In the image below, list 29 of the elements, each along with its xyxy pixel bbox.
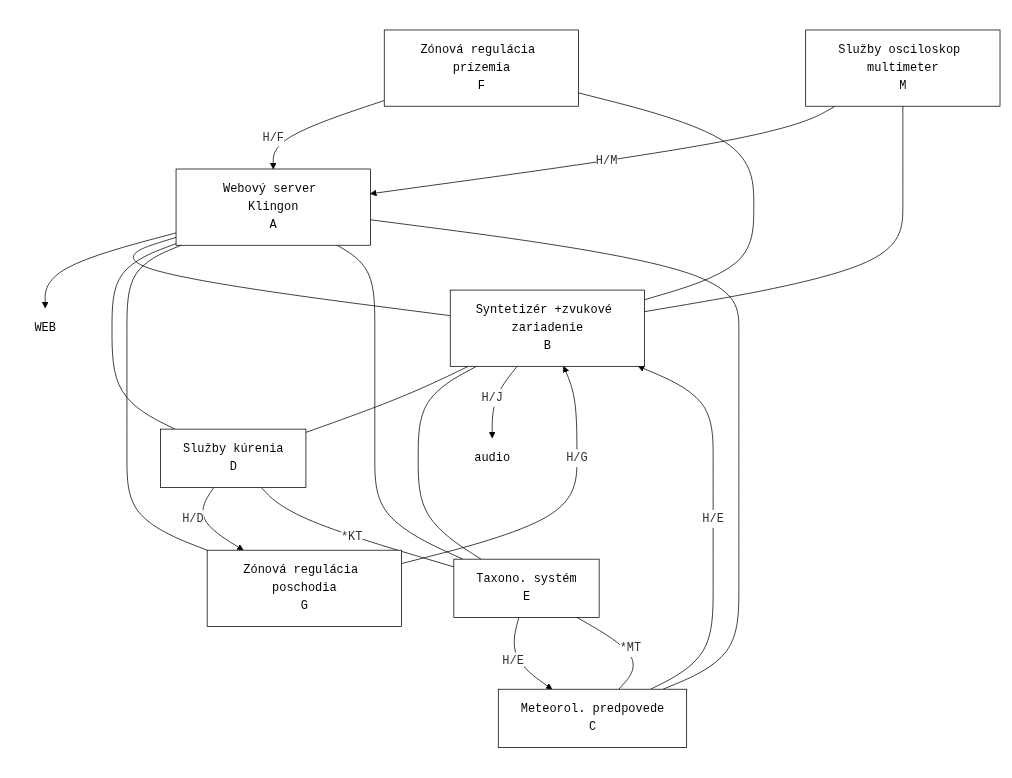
edge-label: H/G xyxy=(566,451,588,466)
node-box: Syntetizér +zvukové zariadenie B xyxy=(449,289,645,367)
node-box: Služby kúrenia D xyxy=(160,428,307,489)
edge-label: *MT xyxy=(619,641,642,656)
connector xyxy=(305,366,469,433)
node-box: Meteorol. predpovede C xyxy=(497,689,688,749)
edge-label: H/F xyxy=(262,131,284,145)
edge-label: H/M xyxy=(595,154,618,169)
connector xyxy=(111,243,177,430)
node-text: WEB xyxy=(34,321,56,336)
node-box: Služby osciloskop multimeter M xyxy=(805,29,1001,107)
node-box: Zónová regulácia prízemia F xyxy=(383,29,579,107)
connector xyxy=(644,106,904,313)
connector xyxy=(133,237,451,317)
edge-label: H/E xyxy=(702,512,724,526)
connector xyxy=(576,617,634,690)
connector xyxy=(578,92,755,301)
node-box: Webový server Klingon A xyxy=(175,168,371,246)
connector xyxy=(417,366,482,560)
node-box: Zónová regulácia poschodia G xyxy=(206,550,402,628)
node-box: Taxono. systém E xyxy=(453,559,600,619)
edge-label: H/E xyxy=(502,654,524,669)
edge-label: H/D xyxy=(182,512,204,526)
node-text: audio xyxy=(474,451,511,466)
edge-label: H/J xyxy=(481,391,503,405)
edge-label: *KT xyxy=(340,530,363,544)
connector xyxy=(126,245,208,551)
connector xyxy=(260,487,455,568)
connector xyxy=(336,245,464,560)
